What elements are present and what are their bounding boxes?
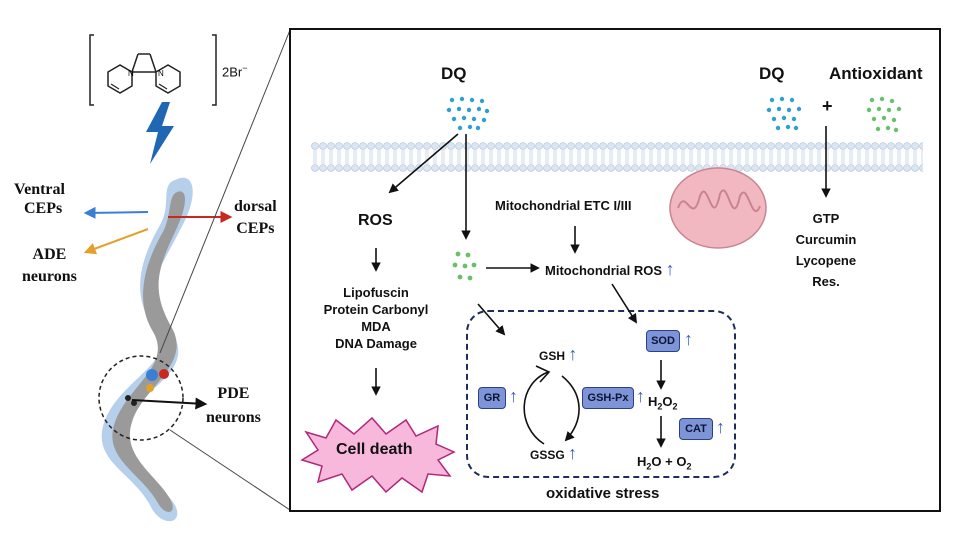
mito-etc-label: Mitochondrial ETC I/III bbox=[495, 198, 632, 213]
svg-text:N: N bbox=[128, 69, 134, 78]
h2o2-label: H2O2 bbox=[648, 394, 678, 412]
water-oxygen-label: H2O + O2 bbox=[637, 454, 692, 472]
arrow-up-icon: ↑ bbox=[636, 386, 645, 406]
arrow-up-icon: ↑ bbox=[568, 344, 578, 364]
gssg-label: GSSG ↑ bbox=[530, 443, 578, 463]
antioxidant-list: GTP Curcumin Lycopene Res. bbox=[786, 208, 866, 292]
antioxidant-item: Curcumin bbox=[795, 232, 857, 247]
damage-item: Protein Carbonyl bbox=[323, 302, 429, 317]
arrow-up-icon: ↑ bbox=[716, 417, 725, 437]
dq-particles-right bbox=[766, 96, 802, 131]
svg-text:N: N bbox=[158, 69, 164, 78]
dq-label-left: DQ bbox=[441, 64, 467, 83]
cell-death-label: Cell death bbox=[336, 441, 413, 458]
mito-ros-label: Mitochondrial ROS ↑ bbox=[545, 259, 675, 279]
ros-label: ROS bbox=[358, 212, 393, 229]
damage-item: MDA bbox=[361, 319, 391, 334]
sod-enzyme-box: SOD bbox=[646, 330, 680, 352]
cat-enzyme-box: CAT bbox=[679, 418, 713, 440]
cell-membrane bbox=[311, 142, 923, 172]
compound-charge: 2Br− bbox=[222, 63, 248, 80]
antioxidant-particles bbox=[866, 96, 902, 133]
worm-illustration bbox=[101, 177, 193, 522]
damage-list: Lipofuscin Protein Carbonyl MDA DNA Dama… bbox=[316, 284, 436, 352]
left-arrows bbox=[83, 29, 291, 511]
arrow-up-icon: ↑ bbox=[665, 259, 675, 279]
oxidative-stress-box bbox=[466, 310, 736, 478]
dq-label-right: DQ bbox=[759, 64, 785, 83]
damage-item: Lipofuscin bbox=[343, 285, 409, 300]
mitochondrion-icon bbox=[669, 167, 767, 249]
gr-enzyme-box: GR bbox=[478, 387, 506, 409]
damage-item: DNA Damage bbox=[335, 336, 417, 351]
plus-sign: + bbox=[822, 96, 833, 116]
diquat-structure: N N bbox=[89, 34, 217, 106]
arrow-up-icon: ↑ bbox=[568, 443, 578, 463]
intracellular-dq-particles bbox=[452, 251, 477, 281]
antioxidant-label: Antioxidant bbox=[829, 64, 923, 83]
arrow-up-icon: ↑ bbox=[509, 386, 518, 406]
gsh-px-enzyme-box: GSH-Px bbox=[582, 387, 634, 409]
cell-death-burst bbox=[300, 416, 456, 494]
gsh-label: GSH ↑ bbox=[539, 344, 578, 364]
antioxidant-item: GTP bbox=[812, 211, 840, 226]
pde-highlight-circle bbox=[98, 355, 184, 441]
antioxidant-item: Lycopene bbox=[795, 253, 857, 268]
antioxidant-item: Res. bbox=[812, 274, 840, 289]
arrow-up-icon: ↑ bbox=[684, 329, 693, 349]
oxidative-stress-label: oxidative stress bbox=[546, 485, 660, 502]
dq-particles bbox=[446, 96, 490, 131]
mechanism-panel bbox=[289, 28, 941, 512]
lightning-icon bbox=[146, 102, 174, 164]
